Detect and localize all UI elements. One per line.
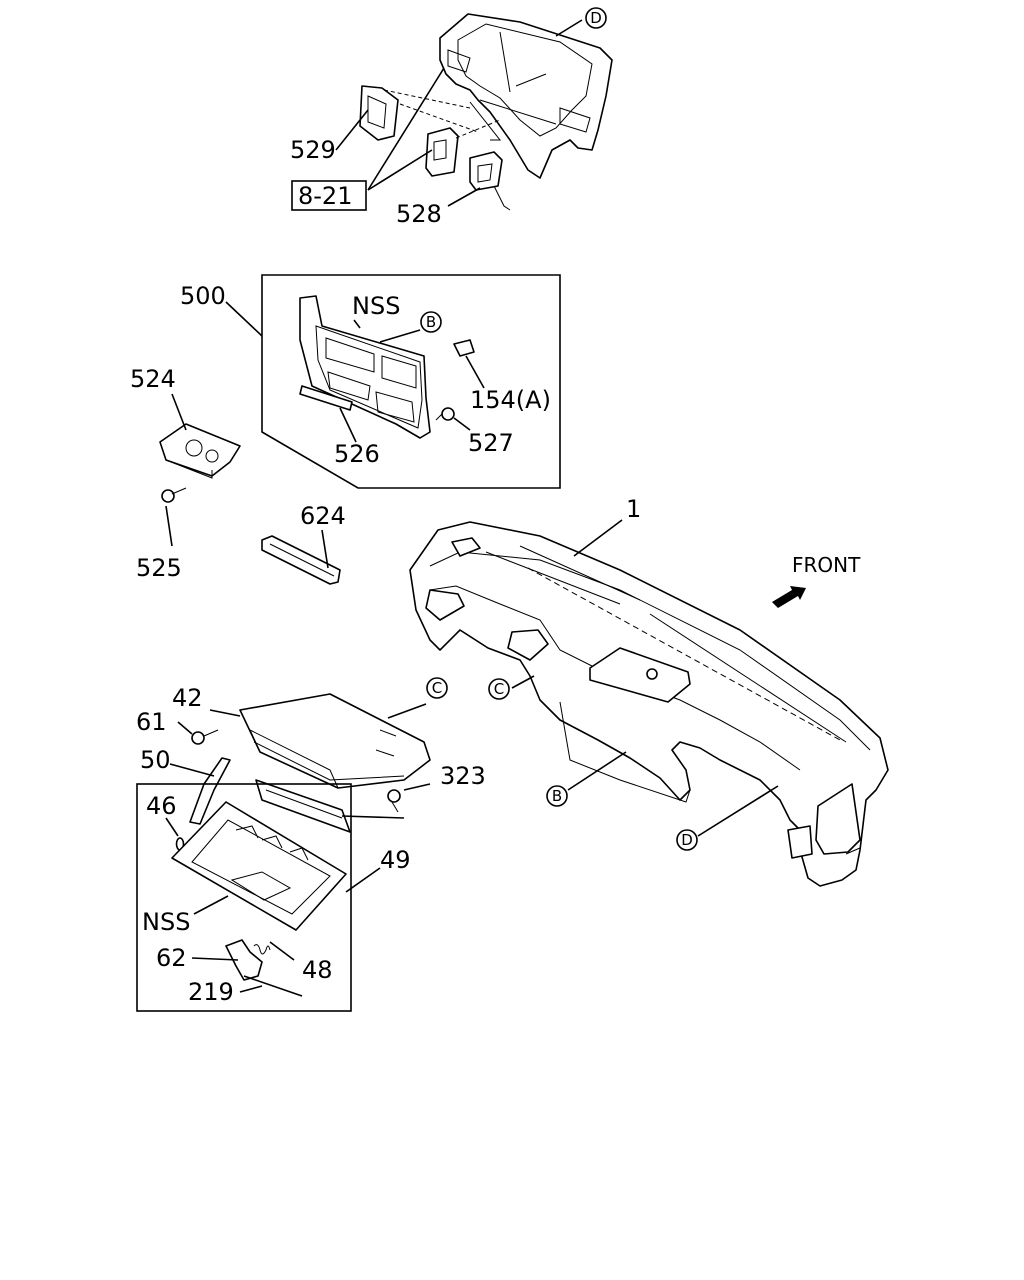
group-box-500: [261, 274, 561, 489]
callout-c-glove: C: [426, 677, 448, 699]
label-525: 525: [136, 554, 182, 582]
screw-525: [161, 487, 187, 503]
glovebox-42: [239, 693, 431, 789]
svg-text:C: C: [494, 680, 504, 698]
callout-d-dash: D: [676, 829, 698, 851]
callout-d-top: D: [585, 7, 607, 29]
switch-528: [469, 151, 511, 211]
label-nss-top: NSS: [352, 292, 400, 320]
reference-box-8-21: [291, 180, 367, 211]
spring-48: [253, 944, 271, 955]
label-62: 62: [156, 944, 187, 972]
latch-bar: [255, 779, 351, 833]
label-524: 524: [130, 365, 176, 393]
center-panel-500: [299, 295, 431, 439]
label-529: 529: [290, 136, 336, 164]
bracket-524: [159, 423, 241, 479]
label-42: 42: [172, 684, 203, 712]
screw-61: [191, 729, 219, 745]
label-46: 46: [146, 792, 177, 820]
rod-219: [243, 975, 303, 997]
svg-text:B: B: [552, 787, 562, 805]
callout-b-dash: B: [546, 785, 568, 807]
clip-527: [435, 407, 455, 421]
label-48: 48: [302, 956, 333, 984]
vent-strip-624: [261, 535, 341, 585]
label-154a: 154(A): [470, 386, 551, 414]
label-1: 1: [626, 495, 641, 523]
svg-text:D: D: [681, 831, 693, 849]
group-box-49: [136, 783, 352, 1012]
cluster-bezel: [439, 13, 613, 179]
switch-panel-529: [359, 85, 399, 141]
svg-text:C: C: [432, 679, 442, 697]
label-49: 49: [380, 846, 411, 874]
label-527: 527: [468, 429, 514, 457]
label-nss-bottom: NSS: [142, 908, 190, 936]
label-front: FRONT: [792, 553, 861, 577]
svg-text:D: D: [590, 9, 602, 27]
front-arrow-icon: [772, 586, 806, 608]
clip-154a: [453, 339, 475, 357]
dashboard-1: [409, 521, 889, 887]
switch-8-21: [425, 127, 459, 177]
latch-62: [225, 939, 263, 981]
svg-text:B: B: [426, 313, 436, 331]
label-528: 528: [396, 200, 442, 228]
label-8-21: 8-21: [298, 182, 352, 210]
strip-526: [299, 385, 353, 411]
screw-323: [387, 789, 401, 813]
callout-b-top: B: [420, 311, 442, 333]
label-526: 526: [334, 440, 380, 468]
label-61: 61: [136, 708, 167, 736]
label-219: 219: [188, 978, 234, 1006]
callout-c-dash: C: [488, 678, 510, 700]
label-500: 500: [180, 282, 226, 310]
label-624: 624: [300, 502, 346, 530]
label-323: 323: [440, 762, 486, 790]
label-50: 50: [140, 746, 171, 774]
glovebox-lid: [171, 801, 347, 931]
